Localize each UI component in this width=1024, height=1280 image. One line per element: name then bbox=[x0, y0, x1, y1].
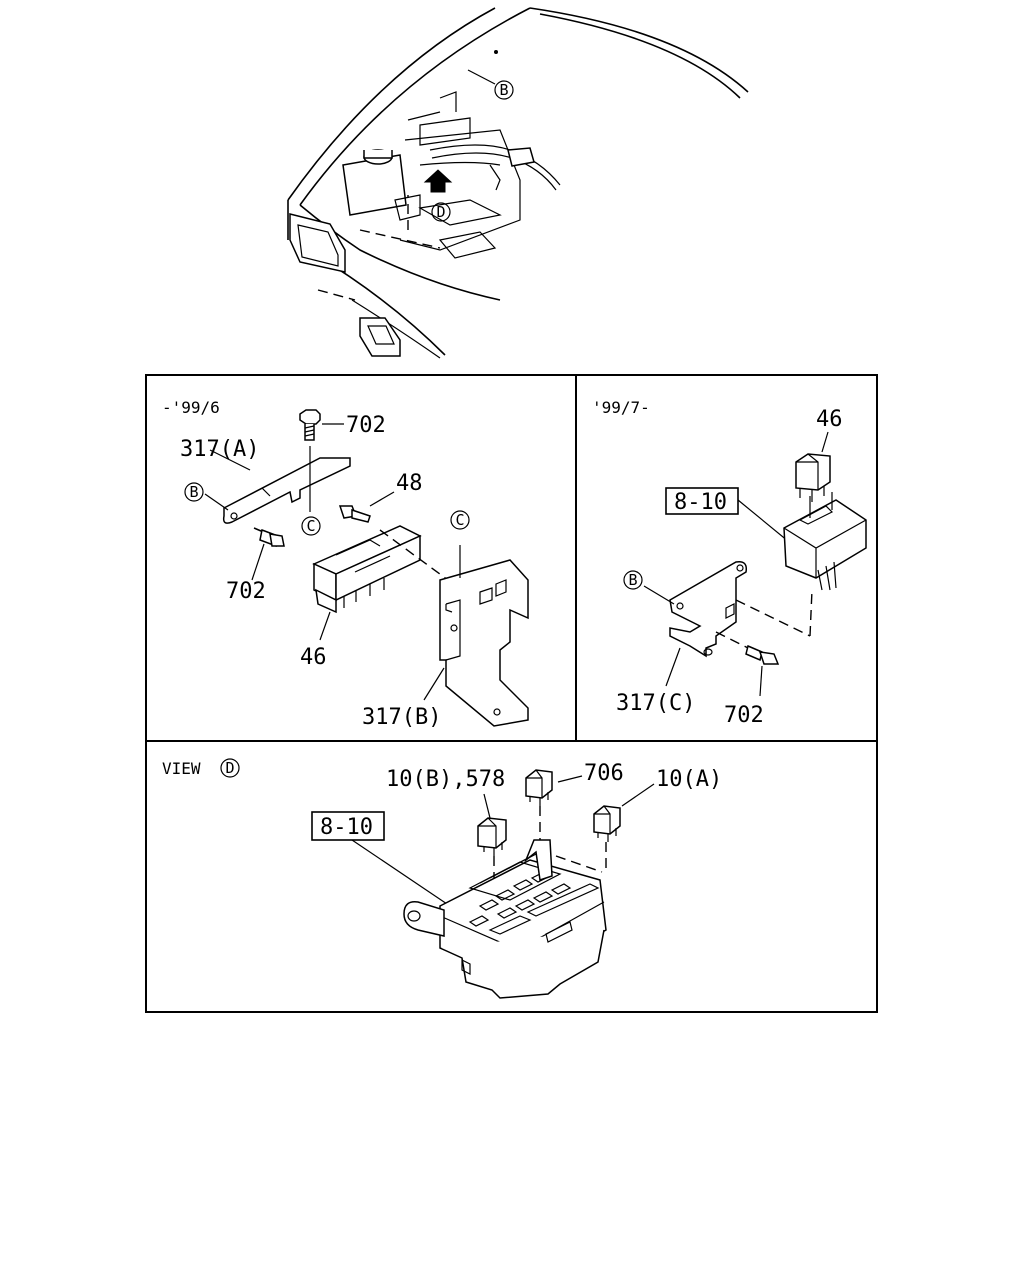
bolt-702-lower: 702 bbox=[226, 527, 285, 604]
marker-b-early: B bbox=[189, 483, 198, 501]
marker-d: D bbox=[436, 203, 445, 221]
bolt-702-upper: 702 bbox=[299, 409, 386, 441]
panel-frames bbox=[145, 374, 878, 1013]
label-317b: 317(B) bbox=[362, 705, 441, 730]
label-46-late: 46 bbox=[816, 407, 843, 432]
panel-late: '99/7- 46 8-10 bbox=[592, 398, 867, 728]
panel-view: VIEW D 10(B),578 706 10(A) bbox=[162, 758, 722, 999]
label-702-lower: 702 bbox=[226, 579, 266, 604]
marker-c-early: C bbox=[306, 517, 315, 535]
fuse-box-8-10: 8-10 bbox=[311, 811, 607, 999]
bracket-317c: B 317(C) bbox=[616, 560, 813, 716]
marker-d-view: D bbox=[225, 759, 234, 777]
relay-10a bbox=[593, 783, 655, 872]
engine-bay-overview: B D bbox=[287, 7, 749, 359]
label-702-late: 702 bbox=[724, 703, 764, 728]
label-10a: 10(A) bbox=[656, 767, 722, 792]
panel-view-title: VIEW bbox=[162, 759, 201, 778]
bracket-317a: 317(A) B C bbox=[180, 437, 351, 536]
label-702-upper: 702 bbox=[346, 413, 386, 438]
label-317c: 317(C) bbox=[616, 691, 695, 716]
relay-block-46: 46 bbox=[300, 525, 449, 670]
panel-early: -'99/6 702 317(A) B C bbox=[162, 398, 529, 730]
marker-b: B bbox=[499, 81, 508, 99]
label-48: 48 bbox=[396, 471, 423, 496]
bolt-48: 48 bbox=[338, 471, 423, 523]
panel-late-period: '99/7- bbox=[592, 398, 650, 417]
label-8-10-view: 8-10 bbox=[320, 815, 373, 840]
label-10b-578: 10(B),578 bbox=[386, 767, 505, 792]
marker-c-bracket: C bbox=[455, 511, 464, 529]
label-46-early: 46 bbox=[300, 645, 327, 670]
relay-socket-8-10: 8-10 bbox=[665, 487, 867, 591]
relay-46-late: 46 bbox=[795, 407, 843, 502]
bracket-317b: C 317(B) bbox=[362, 510, 529, 730]
marker-b-late: B bbox=[628, 571, 637, 589]
panel-early-period: -'99/6 bbox=[162, 398, 220, 417]
label-317a: 317(A) bbox=[180, 437, 259, 462]
label-706: 706 bbox=[584, 761, 624, 786]
label-8-10-late: 8-10 bbox=[674, 490, 727, 515]
bolt-702-late: 702 bbox=[715, 631, 780, 728]
